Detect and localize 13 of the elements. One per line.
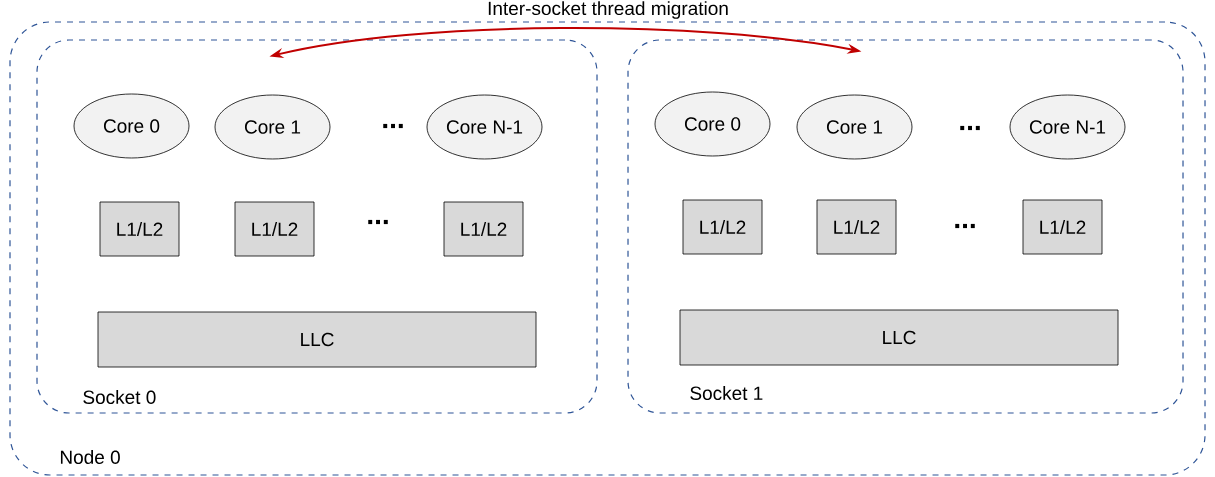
ellipsis: ...	[368, 219, 388, 225]
cache-box: L1/L2	[234, 201, 315, 257]
cache-box: LLC	[679, 309, 1119, 366]
cache-box: L1/L2	[682, 199, 763, 255]
cache-box: L1/L2	[443, 201, 524, 257]
ellipsis: ...	[383, 123, 403, 129]
edge-label: Inter-socket thread migration	[485, 0, 731, 21]
cache-box: L1/L2	[1022, 199, 1103, 255]
cache-box: LLC	[97, 311, 537, 368]
ellipsis: ...	[960, 125, 980, 131]
ellipsis: ...	[955, 223, 975, 229]
cache-box: L1/L2	[816, 199, 897, 255]
cache-box: L1/L2	[99, 201, 180, 257]
